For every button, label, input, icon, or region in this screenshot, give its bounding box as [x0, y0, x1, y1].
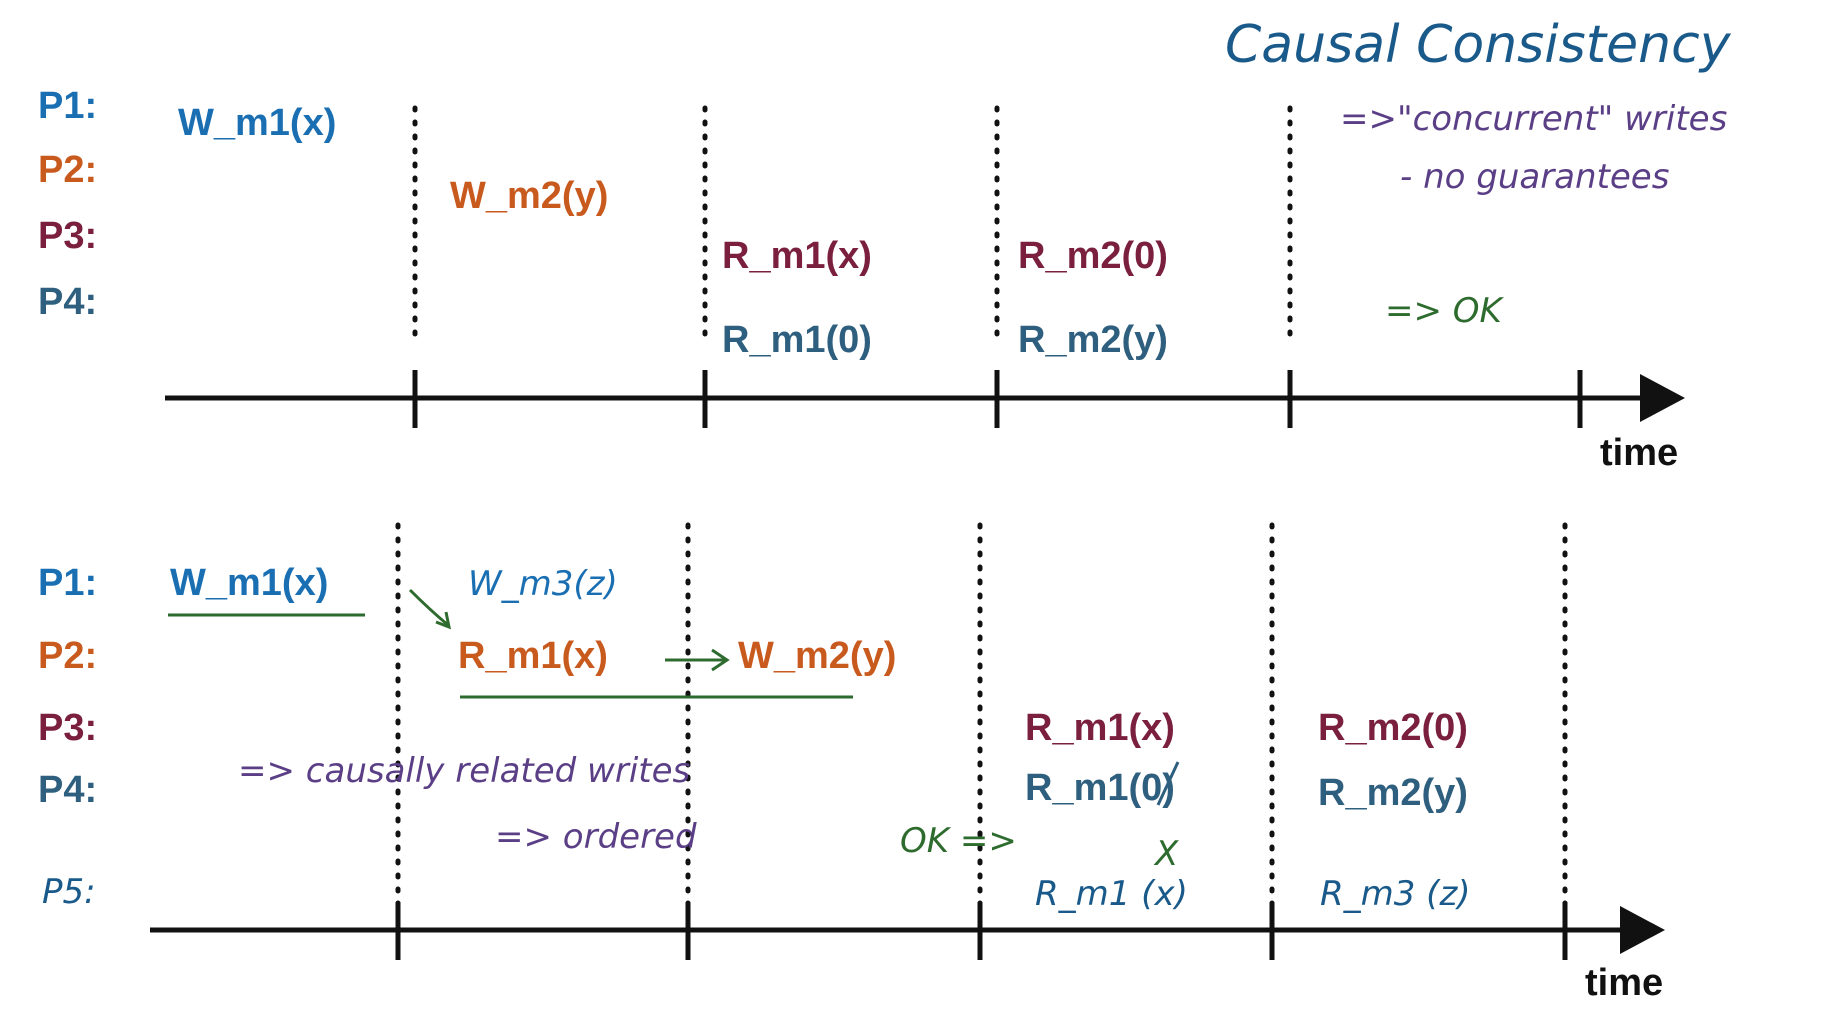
bottom-causal-arrow-2-head — [711, 648, 730, 672]
bottom-op-p2-read-m1: R_m1(x) — [458, 635, 608, 677]
top-note-ok: => OK — [1385, 291, 1505, 331]
bottom-diagram: P1: P2: P3: P4: P5: W_m1(x) W_m3(z) R_m1… — [38, 522, 1665, 1004]
bottom-process-label-p4: P4: — [38, 769, 97, 811]
bottom-note-x-mark: X — [1153, 834, 1179, 874]
bottom-op-p3-read-m2: R_m2(0) — [1318, 707, 1468, 749]
bottom-process-label-p1: P1: — [38, 562, 97, 604]
bottom-time-label: time — [1585, 962, 1663, 1004]
bottom-op-p1-write-m1: W_m1(x) — [170, 562, 328, 604]
top-diagram: P1: P2: P3: P4: W_m1(x) W_m2(y) R_m1(x) … — [38, 85, 1727, 474]
top-process-label-p1: P1: — [38, 85, 97, 127]
bottom-causal-arrow-1 — [408, 588, 449, 627]
top-process-label-p2: P2: — [38, 149, 97, 191]
bottom-op-p5-read-m1: R_m1 (x) — [1035, 874, 1188, 914]
bottom-note-ok: OK => — [900, 821, 1017, 861]
bottom-op-p3-read-m1: R_m1(x) — [1025, 707, 1175, 749]
top-process-label-p3: P3: — [38, 215, 97, 257]
top-process-label-p4: P4: — [38, 281, 97, 323]
top-note-concurrent-writes: =>"concurrent" writes — [1340, 99, 1727, 139]
bottom-process-label-p5: P5: — [42, 872, 96, 912]
bottom-op-p1-write-m3: W_m3(z) — [468, 564, 618, 604]
bottom-note-causal-writes: => causally related writes — [238, 751, 690, 791]
top-op-p3-read-m1: R_m1(x) — [722, 235, 872, 277]
bottom-process-label-p3: P3: — [38, 707, 97, 749]
top-op-p4-read-m1: R_m1(0) — [722, 319, 872, 361]
bottom-process-label-p2: P2: — [38, 635, 97, 677]
top-op-p2-write-m2: W_m2(y) — [450, 175, 608, 217]
bottom-note-ordered: => ordered — [495, 817, 697, 857]
top-note-no-guarantees: - no guarantees — [1400, 157, 1669, 197]
top-op-p4-read-m2: R_m2(y) — [1018, 319, 1168, 361]
top-time-label: time — [1600, 432, 1678, 474]
bottom-op-p4-read-m2: R_m2(y) — [1318, 772, 1468, 814]
top-op-p3-read-m2: R_m2(0) — [1018, 235, 1168, 277]
bottom-strike-zero — [1156, 761, 1180, 806]
bottom-op-p4-read-m1: R_m1(0) — [1025, 767, 1175, 809]
top-op-p1-write-m1: W_m1(x) — [178, 102, 336, 144]
bottom-time-axis-arrowhead — [1620, 906, 1665, 954]
bottom-causal-arrow-1-head — [435, 611, 452, 630]
bottom-op-p5-read-m3: R_m3 (z) — [1320, 874, 1471, 914]
bottom-op-p2-write-m2: W_m2(y) — [738, 635, 896, 677]
top-time-axis-arrowhead — [1640, 374, 1685, 422]
diagram-title: Causal Consistency — [1225, 15, 1732, 75]
